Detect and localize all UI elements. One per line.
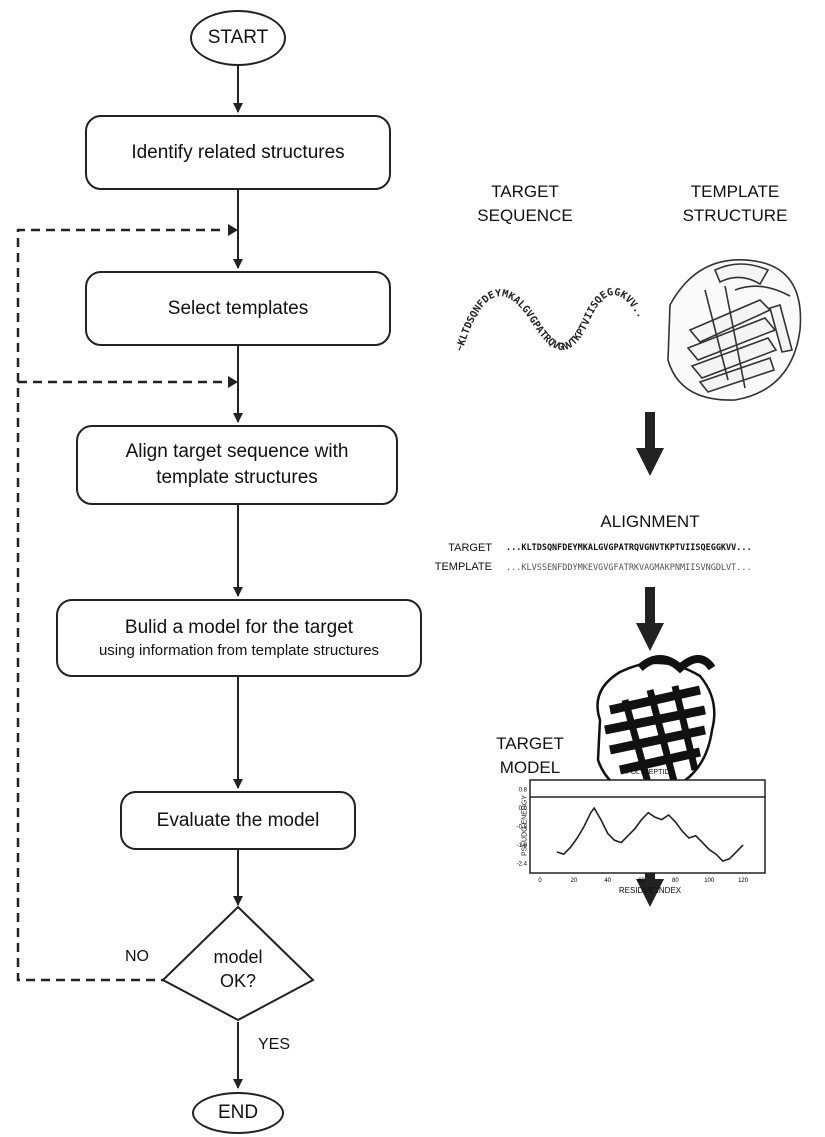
template-structure-label: TEMPLATE STRUCTURE — [665, 180, 805, 228]
plot-ytick-label: -1.6 — [517, 843, 528, 849]
alignment-title: ALIGNMENT — [600, 512, 700, 531]
plot-xtick-label: 40 — [604, 878, 611, 884]
decision-label: model OK? — [183, 945, 293, 993]
target-sequence-line2: SEQUENCE — [477, 206, 573, 225]
start-node: START — [190, 10, 286, 66]
end-label: END — [217, 1102, 259, 1123]
decision-diamond — [161, 905, 315, 1022]
step-select-templates: Select templates — [85, 271, 391, 346]
feedback-arrowhead-2 — [228, 376, 238, 388]
step-build-label-1: Bulid a model for the target — [124, 617, 354, 638]
plot-ytick-label: -2.4 — [517, 861, 528, 867]
plot-frame — [529, 779, 766, 874]
no-label: NO — [125, 948, 149, 965]
decision-label-2: OK? — [219, 971, 257, 991]
step-build-model: Bulid a model for the target using infor… — [56, 599, 422, 677]
target-model-line2: MODEL — [499, 758, 561, 777]
template-structure-image — [667, 259, 802, 401]
target-sequence-label: TARGET SEQUENCE — [460, 180, 590, 228]
alignment-row-template-label: TEMPLATE — [434, 561, 492, 573]
step-select-label: Select templates — [167, 297, 309, 319]
target-sequence-line1: TARGET — [491, 182, 559, 201]
target-model-line1: TARGET — [496, 734, 564, 753]
alignment-row-target-label: TARGET — [448, 542, 492, 554]
step-evaluate-model: Evaluate the model — [120, 791, 356, 850]
start-label: START — [207, 27, 269, 48]
plot-ytick-label: -0.8 — [517, 825, 528, 831]
plot-ylabel: PSEUDO ENERGY — [521, 794, 529, 857]
energy-plot: 0.8 0.0 -0.8 -1.6 -2.4 0 20 40 60 80 100 120 — [517, 779, 766, 884]
step-evaluate-label: Evaluate the model — [156, 809, 320, 831]
alignment-row-template-seq: ...KLVSSENFDDYMKEVGVGFATRKVAGMAKPNMIISVN… — [506, 563, 752, 573]
step-align-sequence: Align target sequence with template stru… — [76, 425, 398, 505]
plot-xtick-label: 80 — [672, 878, 679, 884]
alignment-row-target-seq: ...KLTDSQNFDEYMKALGVGPATRQVGNVTKPTVIISQE… — [506, 543, 752, 553]
no-feedback-path — [16, 228, 226, 982]
template-structure-line1: TEMPLATE — [690, 182, 780, 201]
step-align-label-2: template structures — [156, 467, 318, 488]
plot-caption: POLYPEPTIDE — [625, 769, 675, 776]
step-identify-structures: Identify related structures — [85, 115, 391, 190]
plot-xtick-label: 0 — [538, 878, 542, 884]
plot-xtick-label: 20 — [571, 878, 578, 884]
plot-xtick-label: 100 — [704, 878, 715, 884]
plot-ytick-label: 0.8 — [519, 788, 528, 794]
step-identify-label: Identify related structures — [131, 141, 345, 163]
template-structure-line2: STRUCTURE — [682, 206, 788, 225]
target-model-image — [596, 655, 716, 795]
decision-label-1: model — [213, 947, 263, 967]
plot-xtick-label: 120 — [738, 878, 749, 884]
plot-xlabel: RESIDUE INDEX — [618, 886, 682, 895]
yes-label: YES — [258, 1036, 291, 1053]
step-align-label-1: Align target sequence with — [125, 441, 349, 462]
end-node: END — [192, 1092, 284, 1134]
plot-xtick-label: 60 — [638, 878, 645, 884]
feedback-arrowhead-1 — [228, 224, 238, 236]
thick-arrow-2 — [636, 587, 664, 651]
thick-arrow-1 — [636, 412, 664, 476]
plot-series-line — [556, 806, 744, 863]
step-build-label-2: using information from template structur… — [98, 642, 380, 659]
target-model-label: TARGET MODEL — [490, 732, 570, 780]
plot-ytick-label: 0.0 — [519, 806, 528, 812]
